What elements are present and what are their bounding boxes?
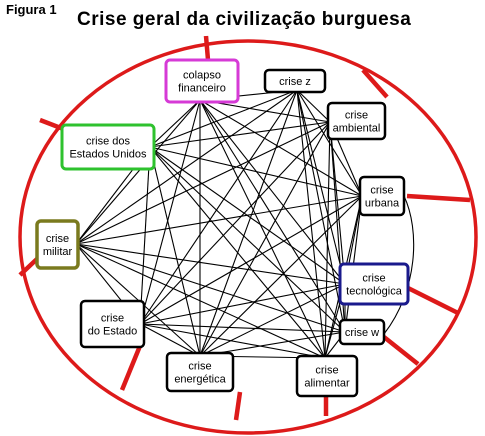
figure-label: Figura 1	[6, 2, 57, 17]
connection-line	[383, 195, 415, 335]
node-box	[326, 101, 387, 141]
node-label: crise	[315, 365, 338, 377]
node-label: crise	[46, 233, 69, 245]
node-label: crise	[188, 361, 211, 373]
node-label: crise z	[279, 76, 311, 88]
outer-ring	[18, 39, 478, 435]
connection-line	[149, 89, 298, 148]
civilization-ring	[18, 35, 478, 435]
node-label: Estados Unidos	[69, 149, 147, 161]
ring-spoke	[119, 340, 145, 391]
ring-spoke	[233, 391, 243, 421]
ring-spoke	[18, 256, 40, 277]
connection-line	[149, 146, 346, 333]
connection-line	[324, 121, 331, 359]
connection-line	[75, 195, 363, 245]
connection-line	[139, 195, 363, 325]
node-label: crise w	[345, 327, 379, 339]
connection-line	[199, 195, 363, 357]
connection-line	[75, 99, 201, 245]
node-crise-z: crise z	[263, 68, 327, 94]
node-label: energética	[174, 374, 226, 386]
ring-spoke	[382, 335, 420, 366]
connection-line	[139, 121, 331, 325]
node-box	[35, 219, 80, 270]
node-label: tecnológica	[346, 286, 403, 298]
node-crise-w: crise w	[338, 318, 386, 346]
ring-spoke	[361, 68, 389, 99]
connection-line	[75, 243, 346, 333]
node-box	[338, 318, 386, 346]
connection-line	[75, 121, 331, 245]
connection-line	[139, 323, 346, 333]
connection-line	[149, 146, 363, 197]
connection-lines	[75, 89, 415, 359]
connection-line	[199, 99, 331, 123]
connection-line	[139, 283, 346, 325]
node-label: crise	[362, 273, 385, 285]
node-label: do Estado	[88, 326, 138, 338]
node-label: crise	[370, 185, 393, 197]
node-box	[358, 175, 406, 217]
node-label: crise dos	[86, 136, 131, 148]
connection-line	[139, 323, 201, 357]
node-box	[165, 351, 235, 393]
connection-line	[199, 121, 331, 357]
connection-line	[149, 121, 331, 148]
connection-line	[139, 89, 298, 325]
node-box	[263, 68, 327, 94]
node-box	[60, 123, 156, 171]
node-label: alimentar	[304, 378, 350, 390]
connection-line	[149, 146, 346, 285]
connection-line	[199, 89, 298, 357]
node-label: urbana	[365, 198, 400, 210]
connection-line	[75, 243, 326, 359]
connection-line	[149, 99, 201, 148]
connection-line	[296, 89, 346, 333]
ring-spoke	[406, 193, 471, 203]
node-label: militar	[43, 246, 73, 258]
connection-line	[75, 243, 346, 285]
node-label: financeiro	[178, 83, 226, 95]
connection-line	[199, 99, 346, 333]
node-label: crise	[345, 110, 368, 122]
connection-line	[139, 99, 201, 325]
connection-line	[296, 89, 326, 359]
connection-line	[199, 99, 346, 285]
node-label: colapso	[183, 70, 221, 82]
node-label: ambiental	[333, 123, 381, 135]
connection-line	[199, 283, 346, 357]
node-label: crise	[101, 313, 124, 325]
connection-line	[139, 146, 151, 325]
node-box	[79, 299, 146, 349]
node-box	[338, 262, 410, 306]
connection-line	[329, 121, 346, 285]
ring-spoke	[203, 35, 211, 61]
diagram-title: Crise geral da civilização burguesa	[77, 9, 411, 30]
node-box	[295, 354, 359, 398]
connection-line	[75, 89, 298, 245]
connection-line	[149, 146, 326, 359]
connection-line	[296, 89, 331, 123]
ring-spoke	[404, 284, 460, 316]
connection-line	[149, 146, 201, 357]
node-box	[164, 58, 240, 104]
